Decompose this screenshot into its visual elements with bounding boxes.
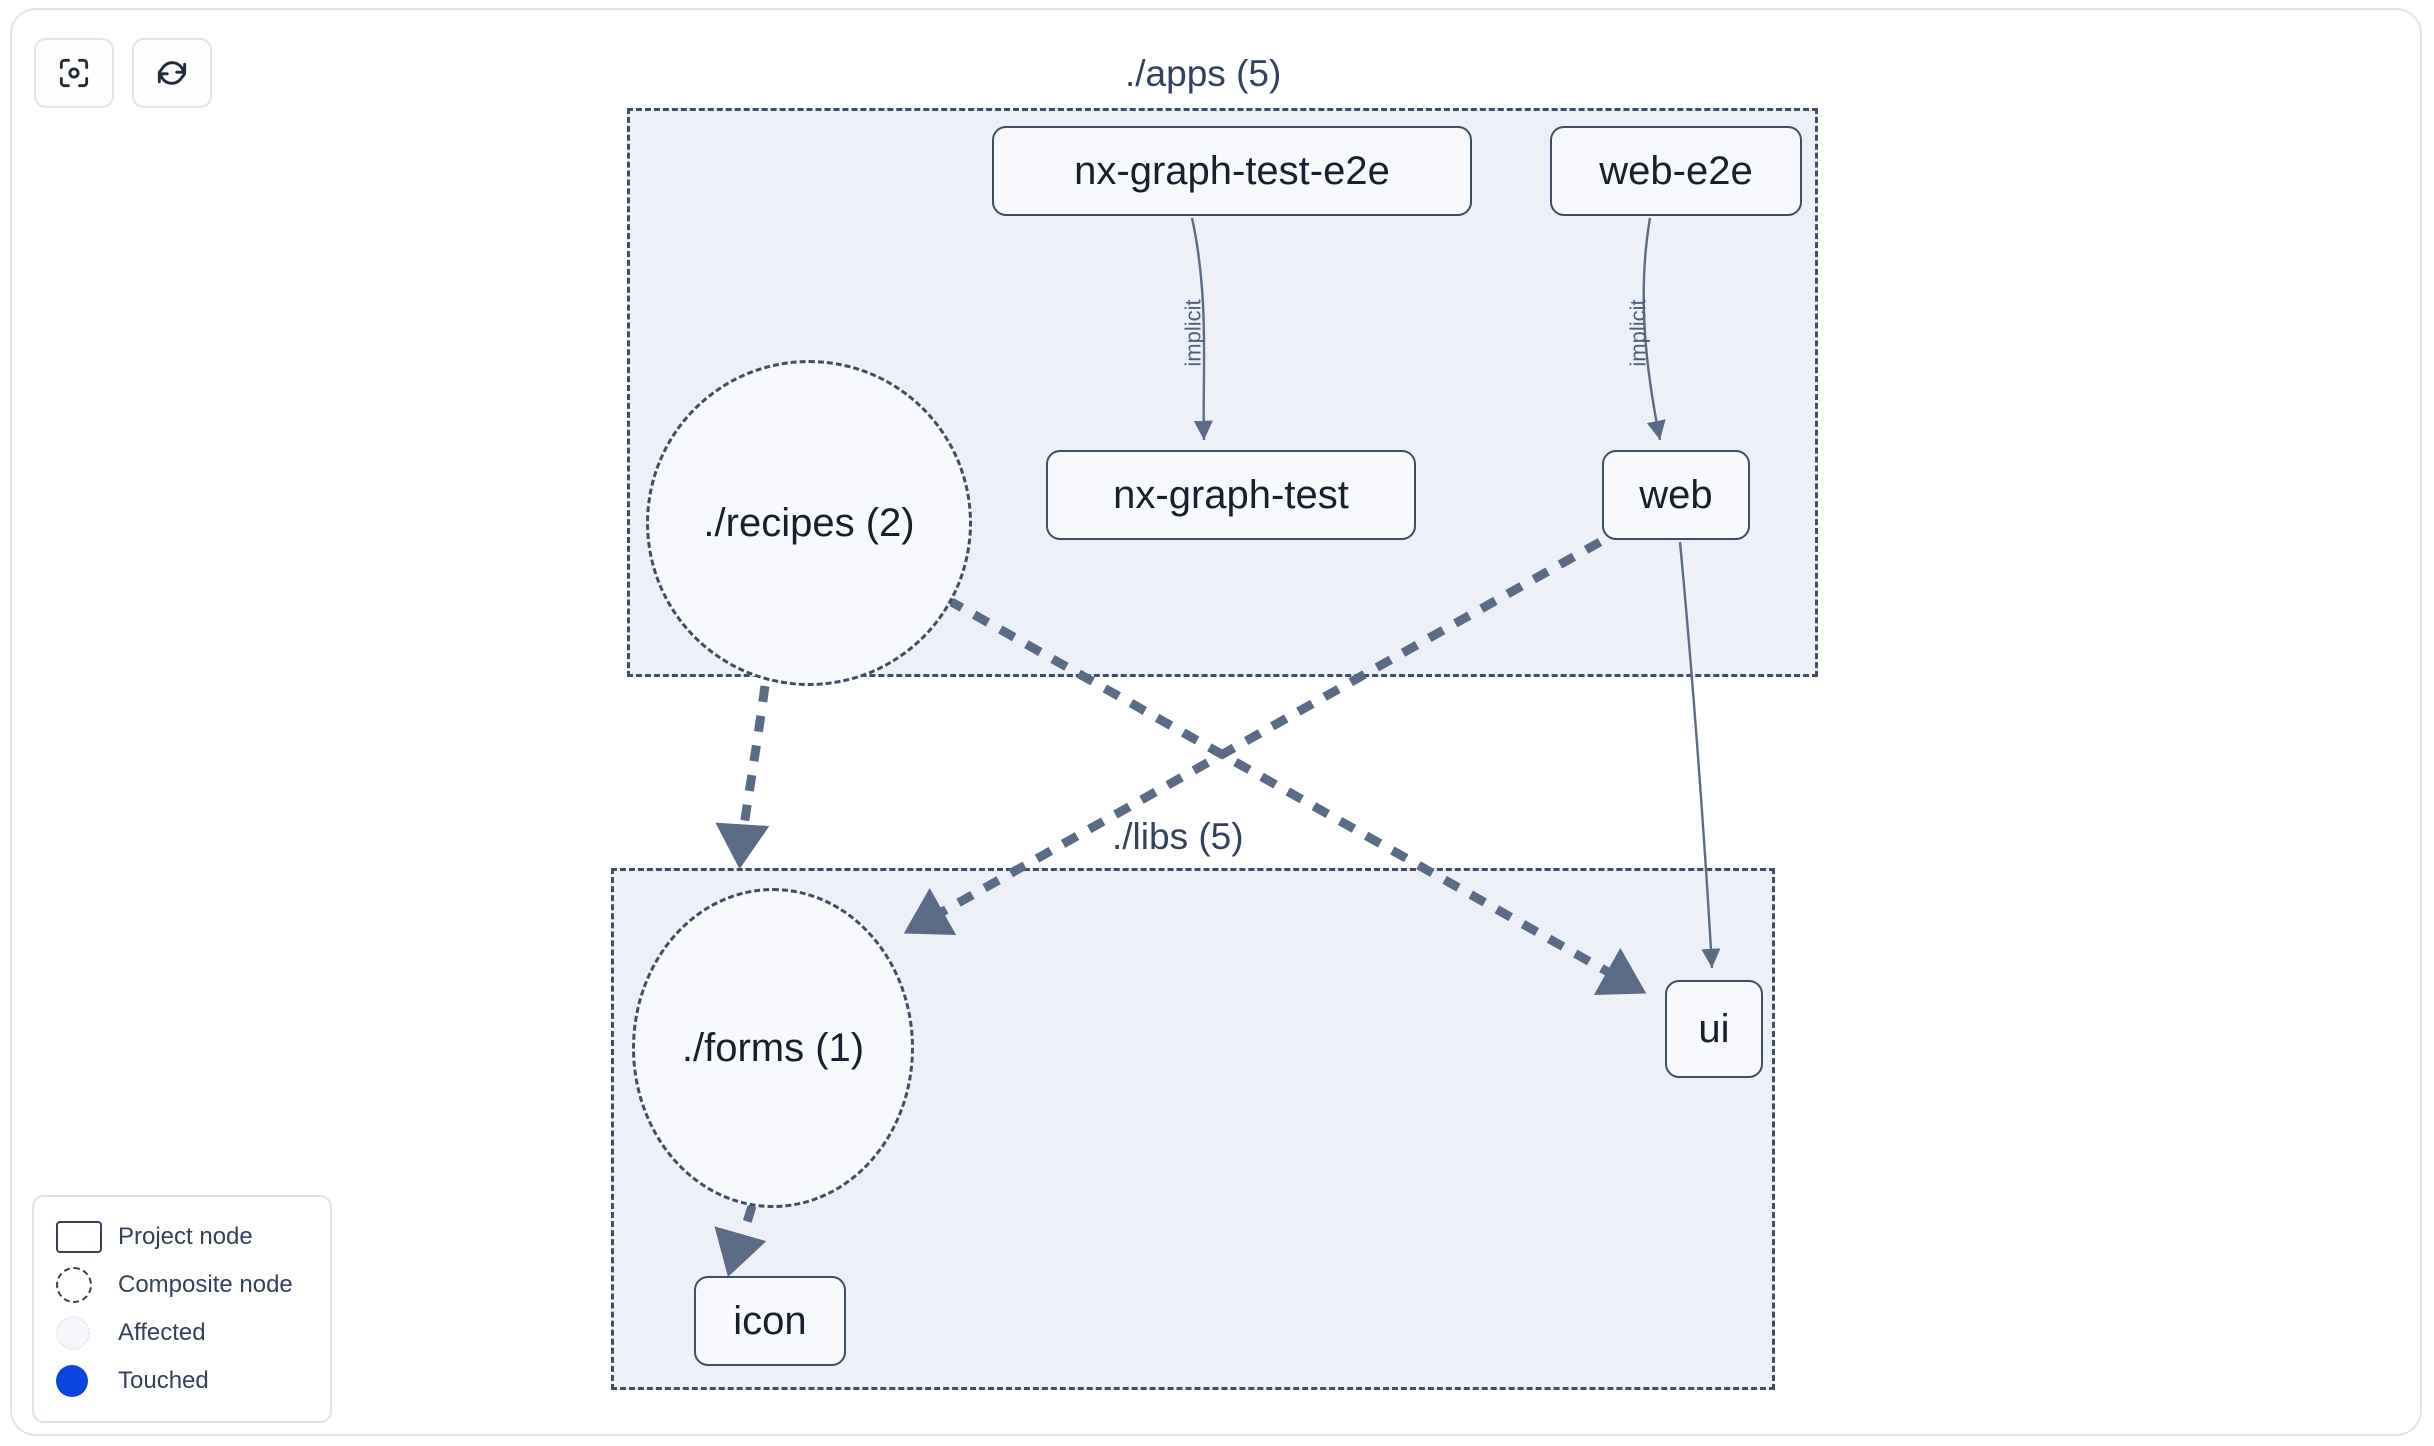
edge-forms-to-icon[interactable] — [714, 1204, 767, 1277]
refresh-icon — [153, 54, 191, 92]
graph-legend: Project node Composite node Affected Tou… — [32, 1195, 332, 1423]
edge-nx-graph-test-e2e-to-nx-graph-test[interactable] — [1190, 217, 1213, 441]
composite-node-recipes[interactable]: ./recipes (2) — [646, 360, 972, 686]
edge-label-implicit-web: implicit — [1625, 299, 1651, 367]
edge-web-to-ui[interactable] — [1678, 541, 1721, 969]
project-node-web-e2e[interactable]: web-e2e — [1550, 126, 1802, 216]
legend-label: Touched — [118, 1367, 209, 1394]
focus-graph-button[interactable] — [34, 38, 114, 108]
edge-label-implicit-nx-graph-test: implicit — [1180, 299, 1206, 367]
project-node-web[interactable]: web — [1602, 450, 1750, 540]
legend-item-project-node: Project node — [56, 1213, 312, 1261]
legend-label: Project node — [118, 1223, 253, 1250]
node-label: web-e2e — [1599, 148, 1753, 193]
project-node-nx-graph-test-e2e[interactable]: nx-graph-test-e2e — [992, 126, 1472, 216]
legend-label: Affected — [118, 1319, 206, 1346]
focus-target-icon — [55, 54, 93, 92]
node-label: ./recipes (2) — [703, 500, 915, 545]
graph-toolbar — [34, 38, 212, 108]
node-label: web — [1639, 472, 1713, 517]
legend-label: Composite node — [118, 1271, 293, 1298]
legend-item-affected: Affected — [56, 1309, 312, 1357]
refresh-graph-button[interactable] — [132, 38, 212, 108]
node-label: icon — [733, 1298, 807, 1343]
edge-recipes-to-ui[interactable] — [945, 596, 1647, 995]
composite-node-swatch — [56, 1267, 108, 1303]
project-node-nx-graph-test[interactable]: nx-graph-test — [1046, 450, 1416, 540]
project-node-icon[interactable]: icon — [694, 1276, 846, 1366]
group-label-libs: ./libs (5) — [1102, 818, 1254, 855]
project-node-ui[interactable]: ui — [1665, 980, 1763, 1078]
node-label: ui — [1698, 1006, 1730, 1051]
touched-node-swatch — [56, 1365, 108, 1397]
composite-node-forms[interactable]: ./forms (1) — [632, 888, 914, 1208]
legend-item-touched: Touched — [56, 1357, 312, 1405]
project-node-swatch — [56, 1221, 108, 1253]
node-label: nx-graph-test-e2e — [1074, 148, 1390, 193]
legend-item-composite-node: Composite node — [56, 1261, 312, 1309]
group-label-apps: ./apps (5) — [1115, 55, 1292, 92]
edge-recipes-to-forms[interactable] — [715, 685, 770, 870]
edge-web-e2e-to-web[interactable] — [1642, 217, 1666, 441]
node-label: ./forms (1) — [681, 1025, 865, 1070]
affected-node-swatch — [56, 1316, 108, 1350]
edge-web-to-forms[interactable] — [903, 538, 1603, 936]
node-label: nx-graph-test — [1113, 472, 1349, 517]
